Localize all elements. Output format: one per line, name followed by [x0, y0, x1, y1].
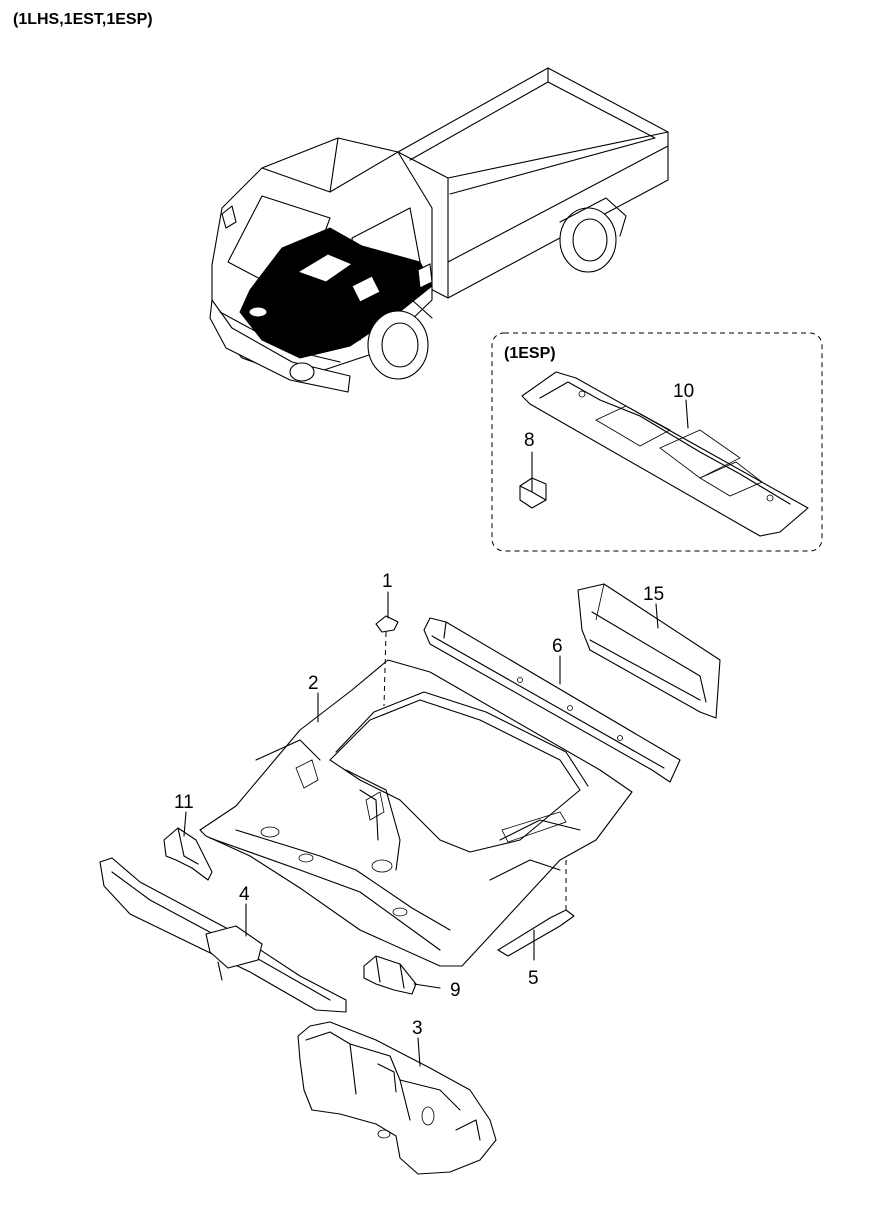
floor-assembly: 1 2 6 15 11 4 9 5 3: [99, 571, 721, 1175]
callout-15: 15: [643, 584, 664, 605]
callout-1: 1: [382, 571, 393, 592]
inset-1esp: (1ESP) 10 8: [491, 332, 823, 552]
callout-6: 6: [552, 636, 563, 657]
callout-5: 5: [528, 968, 539, 989]
callout-3: 3: [412, 1018, 423, 1039]
callout-10: 10: [673, 381, 694, 402]
variant-header: (1LHS,1EST,1ESP): [13, 11, 153, 28]
inset-label: (1ESP): [504, 345, 556, 362]
callout-9: 9: [450, 980, 461, 1001]
callout-2: 2: [308, 673, 319, 694]
callout-11: 11: [174, 792, 194, 813]
callout-4: 4: [239, 884, 250, 905]
truck-illustration: [209, 67, 669, 393]
callout-8: 8: [524, 430, 535, 451]
